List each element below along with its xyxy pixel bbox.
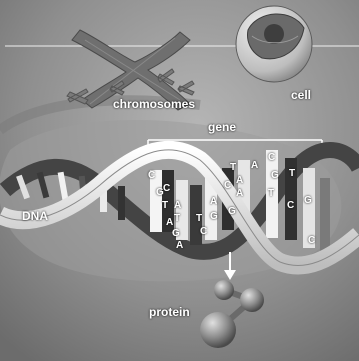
base-letter: T: [230, 162, 236, 173]
base-letter: C: [200, 226, 207, 237]
base-letter: A: [174, 200, 181, 211]
base-letter: T: [196, 213, 202, 224]
base-letter: G: [228, 206, 236, 217]
base-letter: A: [236, 188, 243, 199]
base-letter: C: [163, 183, 170, 194]
base-letter: A: [166, 217, 173, 228]
base-letter: T: [174, 213, 180, 224]
base-letter: G: [304, 195, 312, 206]
base-letter: A: [236, 175, 243, 186]
base-letter: G: [271, 170, 279, 181]
base-letter: C: [148, 170, 155, 181]
base-letter: C: [268, 152, 275, 163]
base-letter: T: [162, 200, 168, 211]
base-letter: G: [210, 211, 218, 222]
cell-graphic: [236, 6, 312, 82]
chromosomes-label: chromosomes: [113, 97, 195, 111]
base-letter: C: [224, 180, 231, 191]
base-letter: T: [289, 168, 295, 179]
cell-label: cell: [291, 88, 311, 102]
base-letter: A: [176, 240, 183, 251]
base-letter: T: [268, 188, 274, 199]
gene-label: gene: [208, 120, 236, 134]
base-letter: C: [287, 200, 294, 211]
base-letter: A: [251, 160, 258, 171]
base-letter: G: [172, 228, 180, 239]
base-letter: C: [308, 235, 315, 246]
protein-label: protein: [149, 305, 190, 319]
dna-label: DNA: [22, 209, 48, 223]
base-letter: A: [210, 196, 217, 207]
